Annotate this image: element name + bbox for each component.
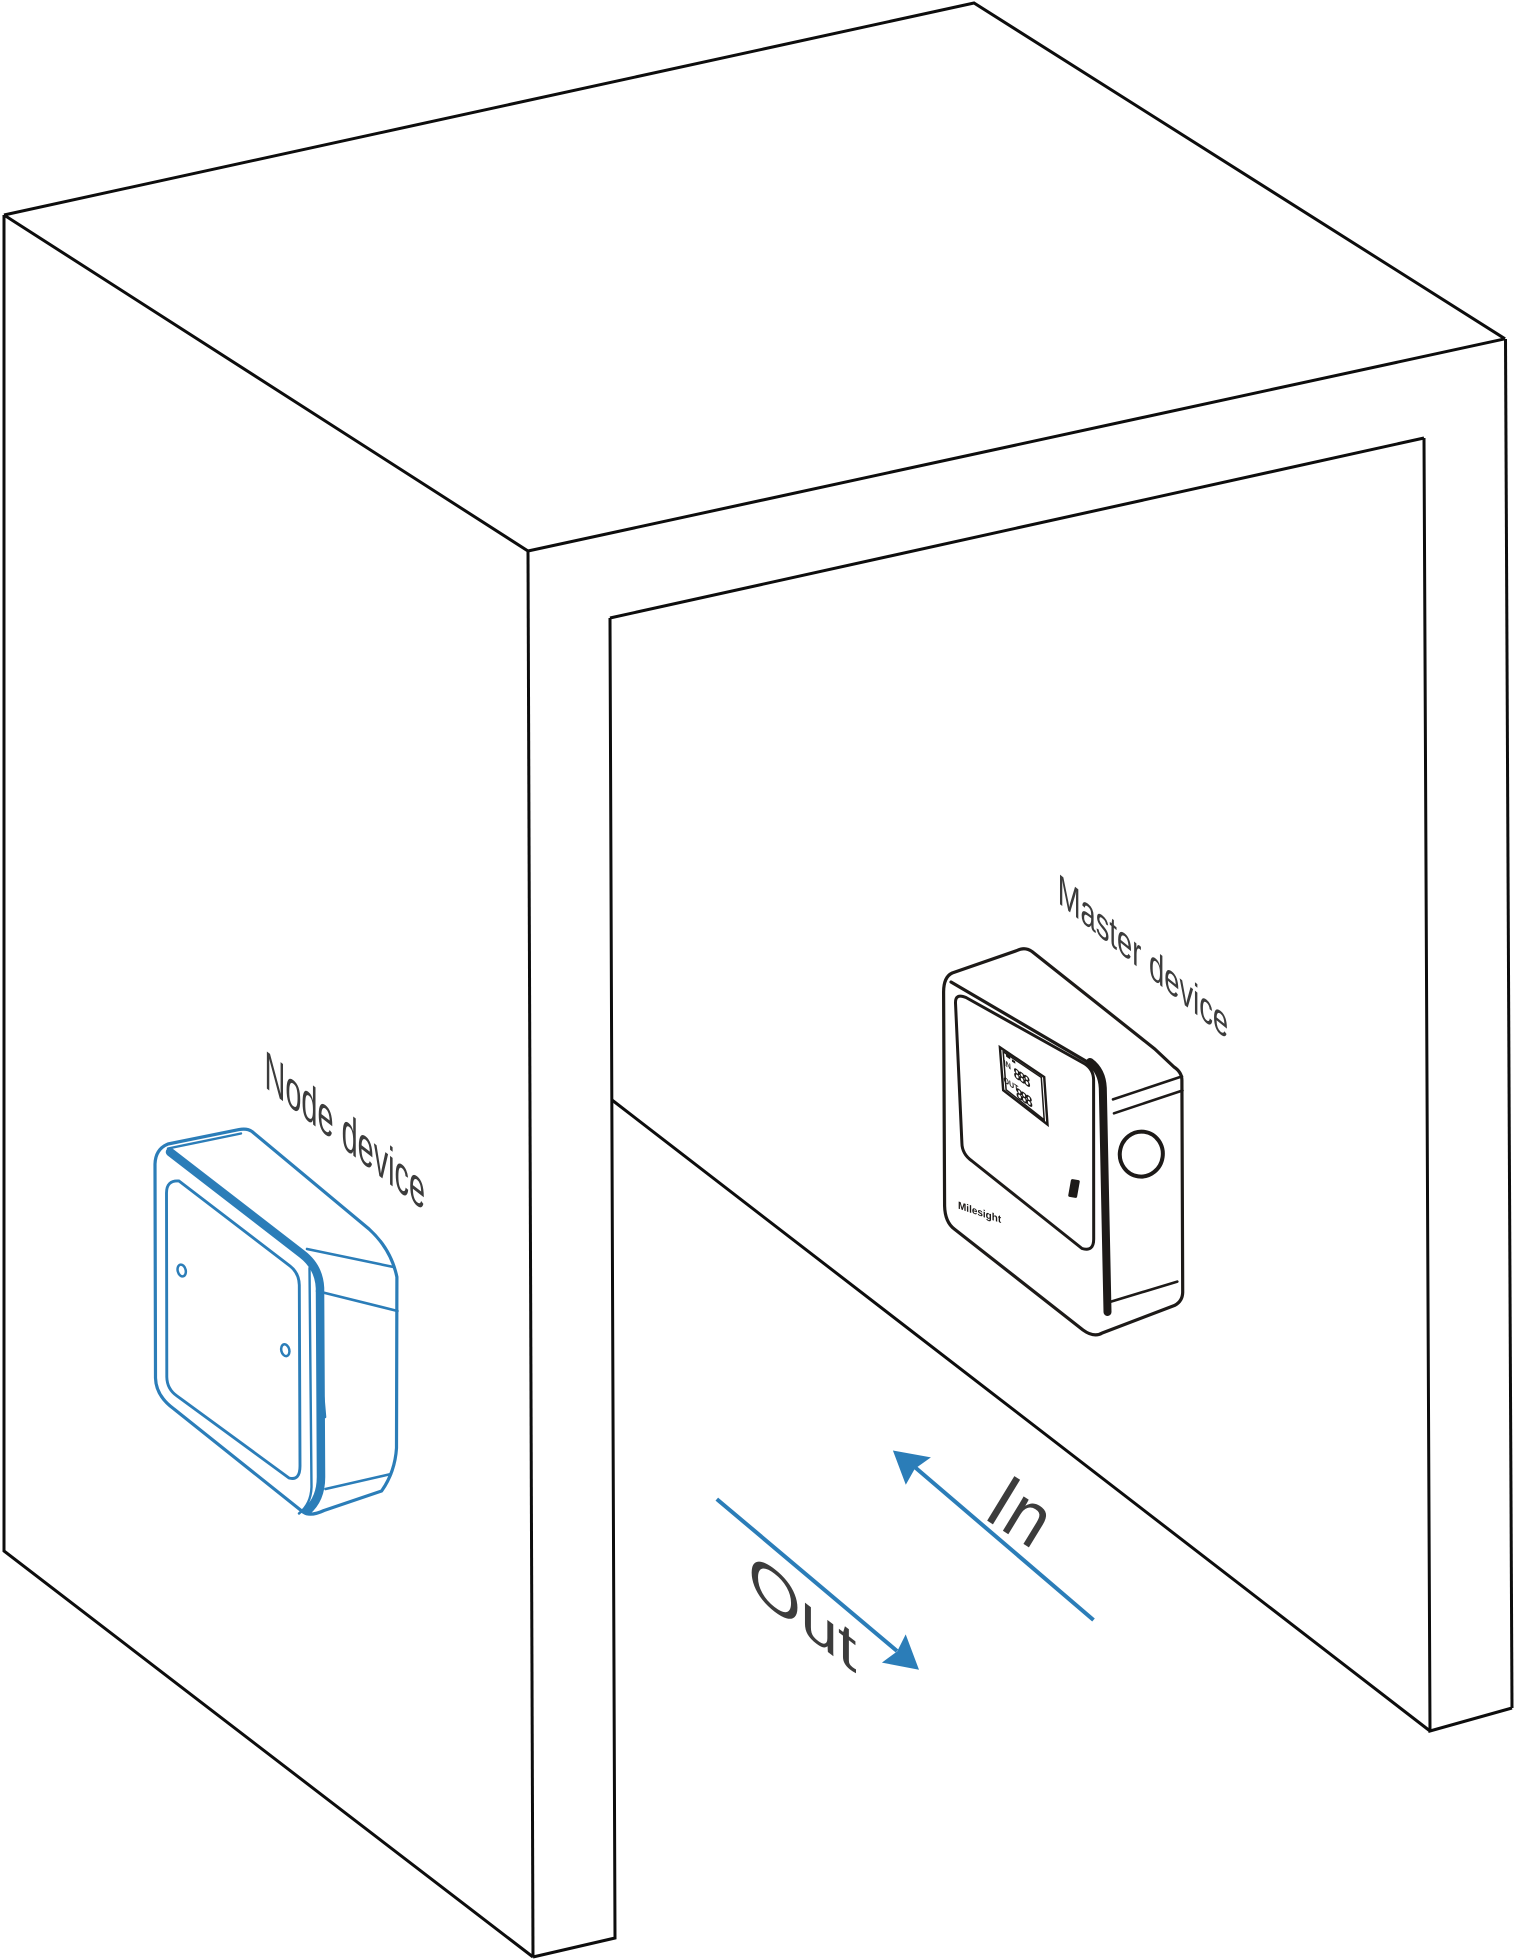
- svg-text:Out: Out: [749, 1537, 857, 1687]
- svg-text:Node device: Node device: [265, 1038, 426, 1224]
- svg-text:IN: IN: [1003, 1057, 1011, 1072]
- svg-text:Master device: Master device: [1058, 864, 1228, 1050]
- svg-text:Milesight: Milesight: [958, 1200, 1002, 1227]
- svg-text:In: In: [973, 1459, 1068, 1564]
